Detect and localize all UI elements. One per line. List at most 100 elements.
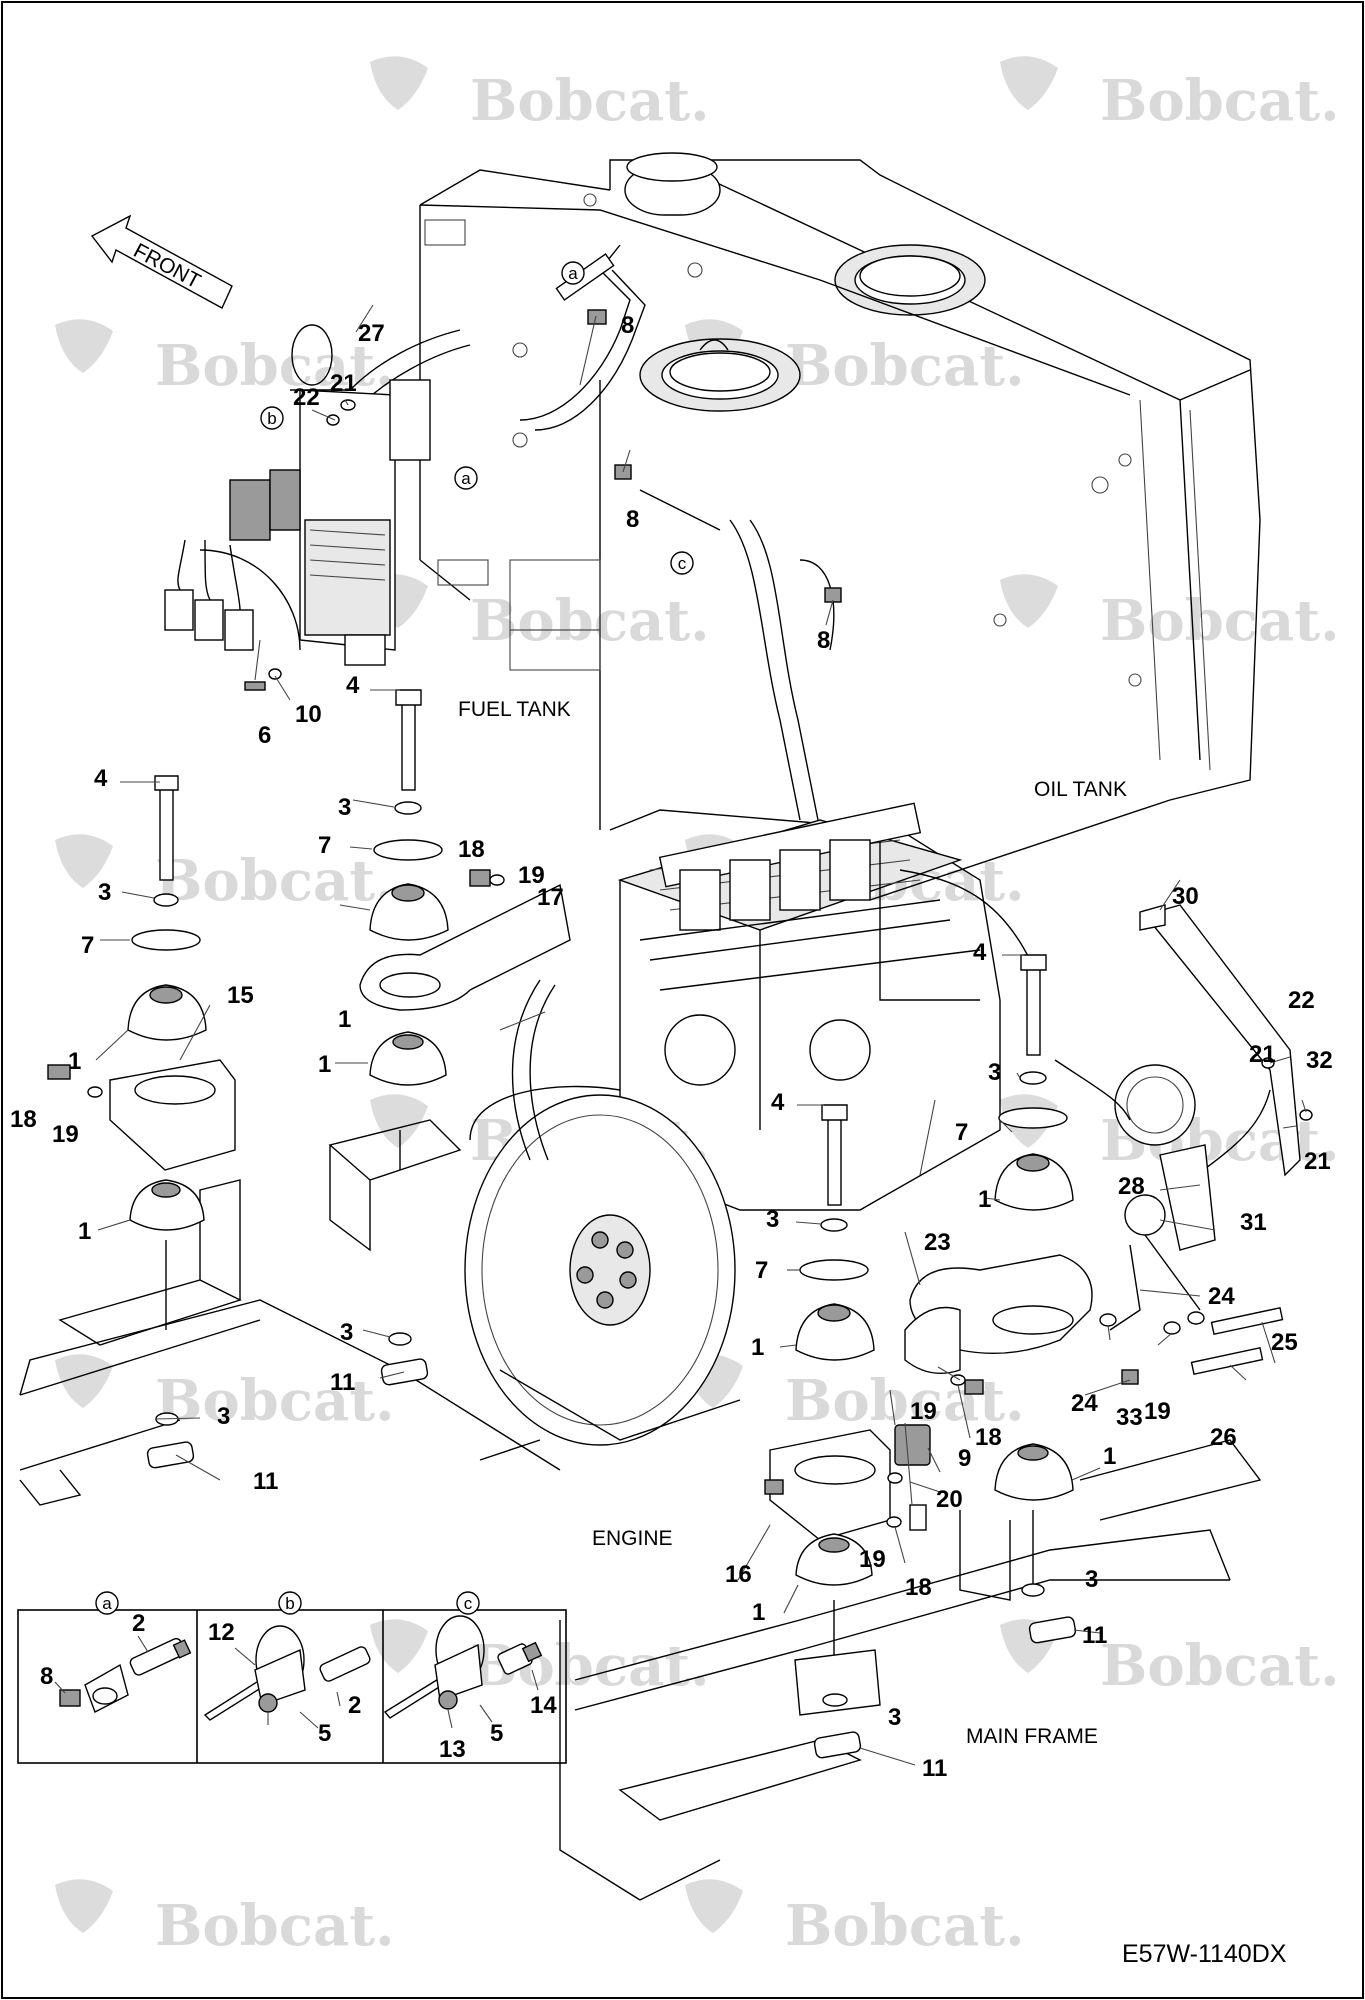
main-frame bbox=[19, 1119, 1262, 1901]
callout-11: 11 bbox=[253, 1468, 278, 1495]
callout-14: 14 bbox=[530, 1692, 557, 1719]
callout-11: 11 bbox=[330, 1369, 355, 1396]
front-direction-arrow: FRONT bbox=[90, 214, 233, 309]
svg-text:a: a bbox=[102, 1594, 112, 1613]
callout-28: 28 bbox=[1118, 1173, 1145, 1200]
callout-2: 2 bbox=[348, 1692, 361, 1719]
watermark: Bobcat. bbox=[685, 1879, 1025, 1959]
callout-17: 17 bbox=[537, 884, 564, 911]
detail-markers: a a c b bbox=[260, 261, 694, 575]
callout-3: 3 bbox=[766, 1206, 779, 1233]
svg-text:Bobcat.: Bobcat. bbox=[1100, 588, 1340, 654]
callout-21: 21 bbox=[1249, 1041, 1276, 1068]
callout-15: 15 bbox=[227, 982, 254, 1009]
callout-10: 10 bbox=[295, 701, 322, 728]
callout-19: 19 bbox=[1144, 1398, 1171, 1425]
detail-panels: a b c bbox=[17, 1591, 567, 1764]
oil-tank bbox=[609, 159, 1261, 901]
svg-text:Bobcat.: Bobcat. bbox=[155, 1893, 395, 1959]
callout-3: 3 bbox=[338, 794, 351, 821]
svg-text:b: b bbox=[267, 409, 276, 428]
watermark: Bobcat. bbox=[1000, 56, 1340, 134]
detail-panel-c: c bbox=[383, 1591, 543, 1729]
watermark: Bobcat. bbox=[370, 574, 710, 654]
detail-panel-a: a bbox=[54, 1591, 192, 1713]
svg-text:c: c bbox=[678, 554, 687, 573]
callout-22: 22 bbox=[293, 384, 320, 411]
svg-text:Bobcat.: Bobcat. bbox=[155, 1368, 395, 1434]
main-frame-label: MAIN FRAME bbox=[966, 1725, 1098, 1748]
watermark: Bobcat. bbox=[1000, 574, 1340, 654]
svg-text:Bobcat.: Bobcat. bbox=[1100, 1633, 1340, 1699]
callout-1: 1 bbox=[338, 1006, 351, 1033]
callout-22: 22 bbox=[1288, 987, 1315, 1014]
watermark: Bobcat. bbox=[55, 834, 395, 914]
svg-text:Bobcat.: Bobcat. bbox=[1100, 68, 1340, 134]
callout-6: 6 bbox=[258, 722, 271, 749]
watermark: Bobcat. bbox=[370, 56, 710, 134]
callout-1: 1 bbox=[978, 1186, 991, 1213]
callout-8: 8 bbox=[40, 1663, 53, 1690]
svg-text:Bobcat.: Bobcat. bbox=[785, 1893, 1025, 1959]
callout-1: 1 bbox=[1103, 1443, 1116, 1470]
svg-text:Bobcat.: Bobcat. bbox=[155, 333, 395, 399]
callout-1: 1 bbox=[68, 1048, 81, 1075]
callout-3: 3 bbox=[988, 1059, 1001, 1086]
watermark: Bobcat. bbox=[55, 319, 395, 399]
callout-26: 26 bbox=[1210, 1424, 1237, 1451]
callout-8: 8 bbox=[817, 627, 830, 654]
callout-3: 3 bbox=[217, 1403, 230, 1430]
callout-1: 1 bbox=[78, 1218, 91, 1245]
svg-text:Bobcat.: Bobcat. bbox=[470, 588, 710, 654]
callout-18: 18 bbox=[975, 1424, 1002, 1451]
callout-19: 19 bbox=[518, 862, 545, 889]
callout-30: 30 bbox=[1172, 883, 1199, 910]
callout-3: 3 bbox=[888, 1704, 901, 1731]
callout-11: 11 bbox=[1082, 1622, 1107, 1649]
watermark: Bobcat. bbox=[55, 1879, 395, 1959]
callout-4: 4 bbox=[94, 765, 108, 792]
callout-21: 21 bbox=[1304, 1148, 1331, 1175]
callout-5: 5 bbox=[318, 1720, 331, 1747]
leader-lines bbox=[95, 304, 1307, 1766]
svg-text:Bobcat.: Bobcat. bbox=[155, 848, 395, 914]
engine-label: ENGINE bbox=[592, 1527, 673, 1550]
callout-7: 7 bbox=[755, 1257, 768, 1284]
callout-8: 8 bbox=[621, 312, 634, 339]
callout-7: 7 bbox=[955, 1119, 968, 1146]
callout-13: 13 bbox=[439, 1736, 466, 1763]
callout-32: 32 bbox=[1306, 1047, 1333, 1074]
svg-text:Bobcat.: Bobcat. bbox=[785, 333, 1025, 399]
callout-20: 20 bbox=[936, 1486, 963, 1513]
callout-21: 21 bbox=[330, 370, 357, 397]
svg-text:b: b bbox=[285, 1594, 294, 1613]
callout-1: 1 bbox=[752, 1599, 765, 1626]
callout-16: 16 bbox=[725, 1561, 752, 1588]
callout-19: 19 bbox=[52, 1121, 79, 1148]
callout-19: 19 bbox=[859, 1546, 886, 1573]
callout-31: 31 bbox=[1240, 1209, 1267, 1236]
dipstick-bracket-assembly bbox=[1109, 904, 1313, 1331]
callout-5: 5 bbox=[490, 1720, 503, 1747]
callout-24: 24 bbox=[1071, 1390, 1098, 1417]
detail-marker-a: a bbox=[561, 261, 585, 285]
callout-3: 3 bbox=[340, 1319, 353, 1346]
callout-11: 11 bbox=[922, 1755, 947, 1782]
callout-7: 7 bbox=[318, 832, 331, 859]
callout-numbers: 1 1 1 1 1 1 1 1 2 2 3 3 3 3 3 3 3 3 3 4 … bbox=[10, 312, 1333, 1782]
watermark: Bobcat. bbox=[55, 1354, 395, 1434]
callout-23: 23 bbox=[924, 1229, 951, 1256]
detail-panel-b: b bbox=[203, 1591, 371, 1729]
detail-marker-b: b bbox=[260, 406, 284, 430]
fuel-tank bbox=[419, 152, 1131, 830]
svg-text:Bobcat.: Bobcat. bbox=[785, 1368, 1025, 1434]
callout-18: 18 bbox=[10, 1106, 37, 1133]
watermark: Bobcat. bbox=[1000, 1619, 1340, 1699]
callout-18: 18 bbox=[458, 836, 485, 863]
svg-text:a: a bbox=[568, 264, 578, 283]
callout-4: 4 bbox=[973, 939, 987, 966]
detail-marker-a: a bbox=[454, 466, 478, 490]
watermark: Bobcat. bbox=[370, 1619, 710, 1699]
